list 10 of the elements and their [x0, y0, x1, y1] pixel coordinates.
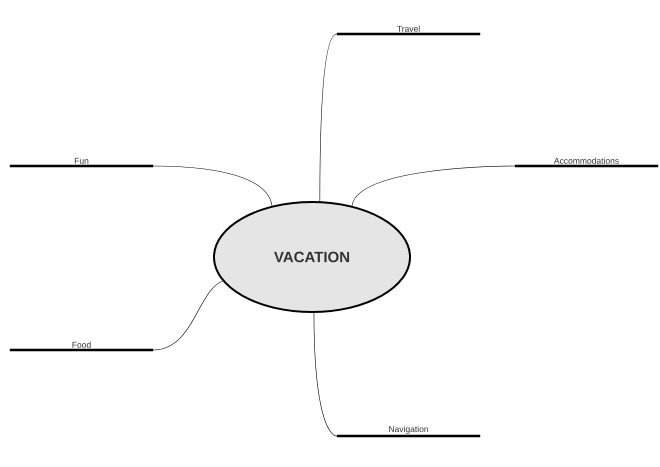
- connector-curve: [352, 166, 516, 206]
- branch-label: Fun: [10, 158, 154, 168]
- branch-label: Navigation: [336, 426, 480, 438]
- branch-label: Food: [10, 342, 154, 352]
- branch-label: Accommodations: [514, 158, 658, 168]
- connector-curve: [314, 312, 338, 436]
- branch-label: Travel: [336, 26, 480, 36]
- connector-curve: [320, 34, 338, 202]
- connector-curve: [152, 166, 272, 206]
- connector-curve: [152, 280, 223, 350]
